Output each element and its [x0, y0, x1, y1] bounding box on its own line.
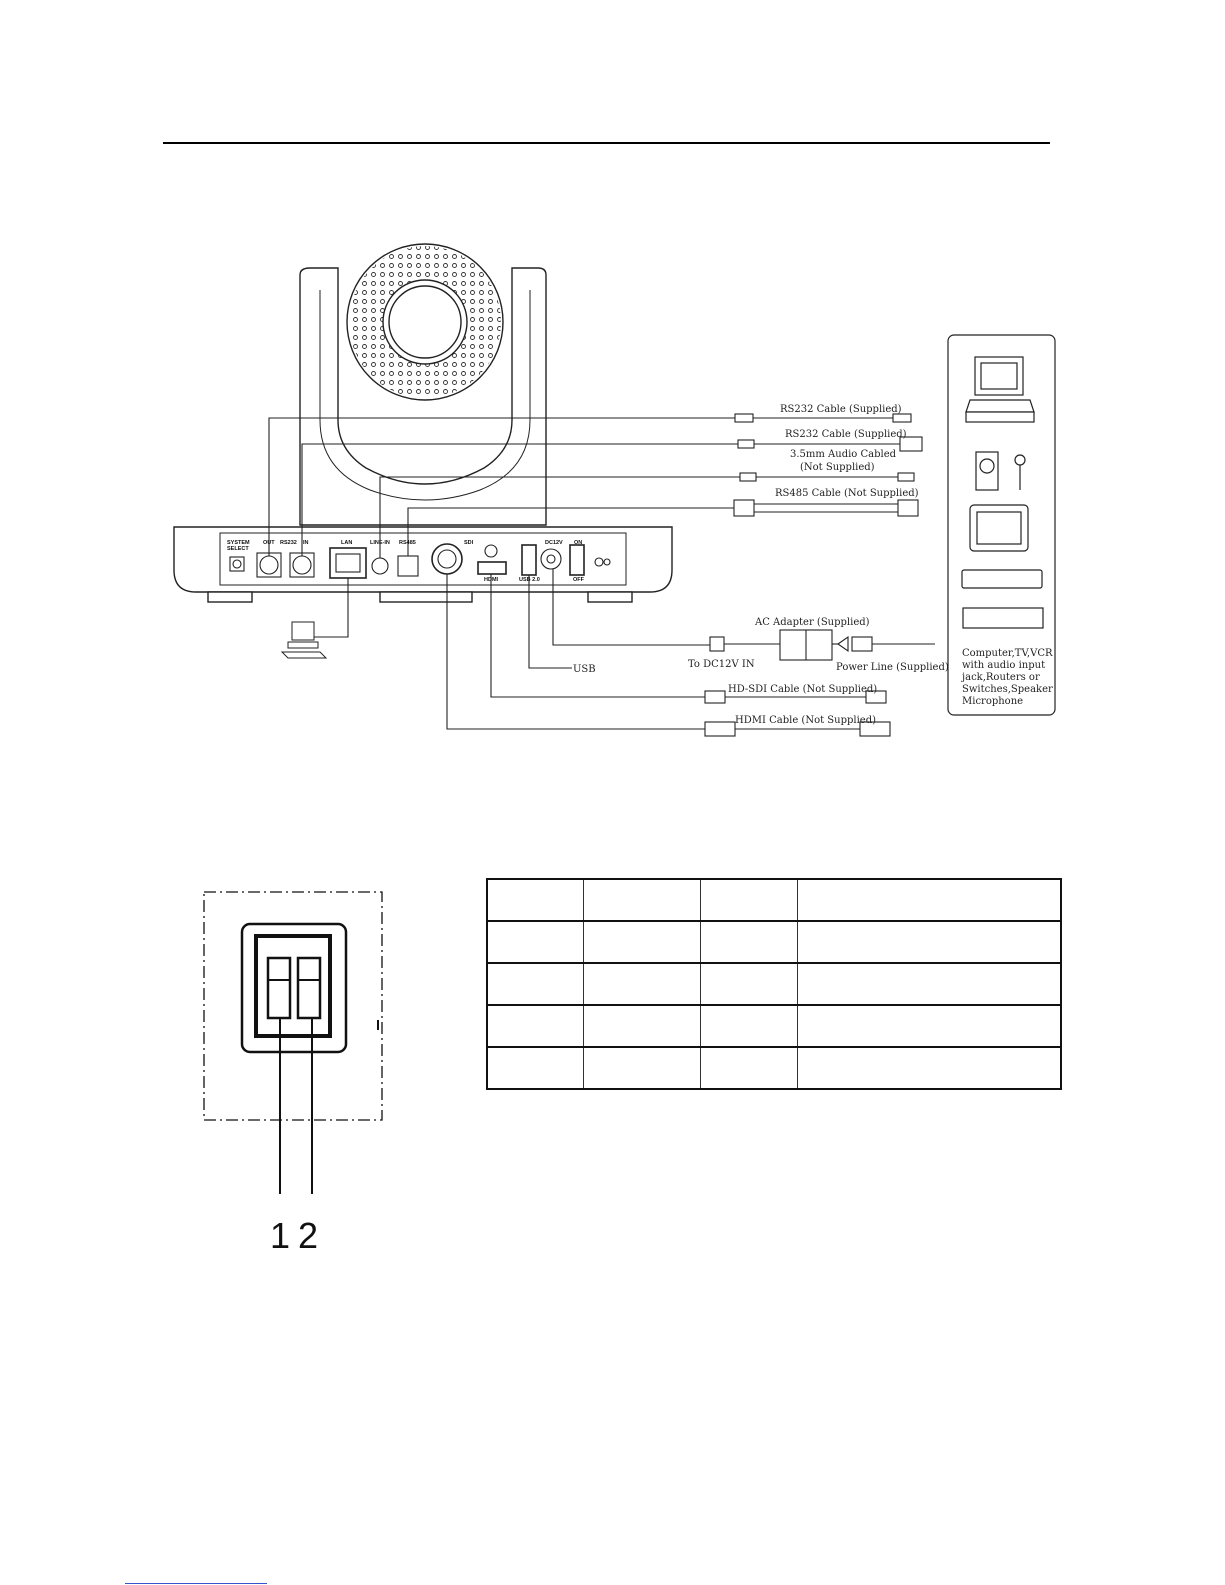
label-on: ON: [574, 540, 582, 546]
cable-audio-label-1: 3.5mm Audio Cabled: [790, 449, 897, 460]
to-dc12v-label: To DC12V IN: [688, 659, 755, 670]
label-in: IN: [303, 540, 309, 546]
table-row: [486, 878, 1062, 922]
cable-audio-label-2: (Not Supplied): [800, 462, 875, 473]
label-rs232: RS232: [280, 540, 297, 546]
label-off: OFF: [573, 577, 585, 583]
lan-computer-icon: [280, 621, 328, 659]
dip-settings-table: [486, 878, 1062, 1090]
label-system: SYSTEM: [227, 540, 250, 546]
svg-text:jack,Routers or: jack,Routers or: [961, 672, 1040, 683]
footer-link-underline: [125, 1583, 267, 1584]
svg-text:Microphone: Microphone: [962, 696, 1023, 707]
svg-text:Switches,Speaker: Switches,Speaker: [962, 684, 1053, 695]
table-row: [486, 1004, 1062, 1048]
label-rs485: RS485: [399, 540, 416, 546]
camera-head: [299, 243, 547, 526]
dip-pin-2-label: 2: [298, 1215, 318, 1256]
usb-label: USB: [573, 664, 596, 675]
label-lan: LAN: [341, 540, 352, 546]
label-select: SELECT: [227, 546, 249, 552]
power-line-label: Power Line (Supplied): [836, 662, 949, 673]
hdmi-cable-label: HDMI Cable (Not Supplied): [735, 715, 876, 726]
dip-pin-1-label: 1: [270, 1215, 290, 1256]
rear-panel-ports: [229, 543, 611, 579]
cable-rs232-a-label: RS232 Cable (Supplied): [780, 404, 902, 415]
cable-rs485-label: RS485 Cable (Not Supplied): [775, 488, 919, 499]
table-row: [486, 1046, 1062, 1090]
svg-text:with audio input: with audio input: [962, 660, 1045, 671]
ac-adapter-label: AC Adapter (Supplied): [754, 617, 870, 628]
table-row: [486, 962, 1062, 1006]
label-sdi: SDI: [464, 540, 474, 546]
hd-sdi-cable-label: HD-SDI Cable (Not Supplied): [728, 684, 877, 695]
label-dc12v: DC12V: [545, 540, 563, 546]
dip-switch-diagram: [203, 891, 383, 1194]
header-rule: [163, 142, 1050, 144]
connection-lines: [268, 417, 740, 730]
svg-text:Computer,TV,VCR: Computer,TV,VCR: [962, 648, 1053, 659]
cable-drawings: [704, 413, 935, 737]
device-caption: Computer,TV,VCR with audio input jack,Ro…: [961, 648, 1053, 707]
device-panel: [947, 334, 1056, 716]
cable-rs232-b-label: RS232 Cable (Supplied): [785, 429, 907, 440]
table-row: [486, 920, 1062, 964]
